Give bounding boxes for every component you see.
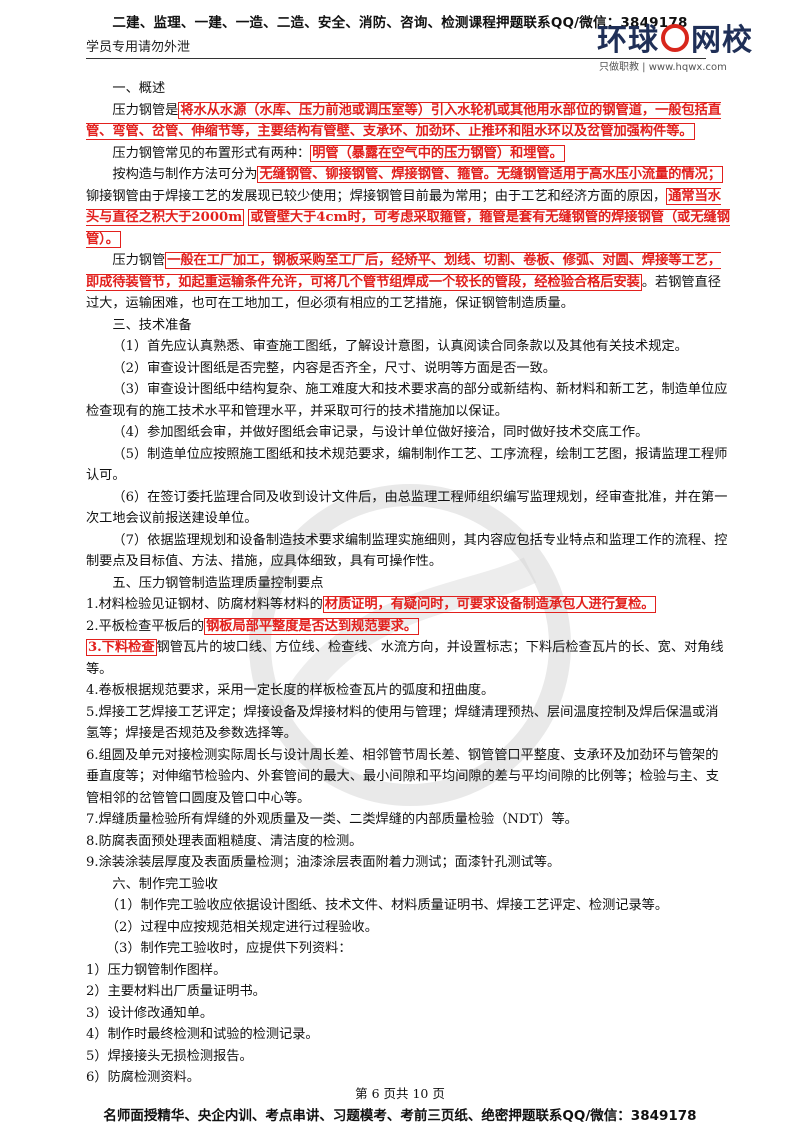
section-title-overview: 一、概述 — [112, 81, 166, 96]
text: 1.材料检验见证钢材、防腐材料等材料的 — [86, 597, 323, 612]
highlight-material: 材质证明，有疑问时，可要求设备制造承包人进行复检。 — [322, 596, 657, 613]
list-item: 1）压力钢管制作图样。 — [86, 962, 227, 978]
list-item: （6）在签订委托监理合同及收到设计文件后，由总监理工程师组织编写监理规划，经审查… — [86, 489, 728, 527]
paragraph-definition: 压力钢管是将水从水源（水库、压力前池或调压室等）引入水轮机或其他用水部位的钢管道… — [86, 100, 731, 143]
paragraph-construction: 按构造与制作方法可分为无缝钢管、铆接钢管、焊接钢管、箍管。无缝钢管适用于高水压小… — [86, 164, 731, 250]
text: 铆接钢管由于焊接工艺的发展现已较少使用；焊接钢管目前最为常用；由于工艺和经济方面… — [86, 188, 667, 204]
logo-text-a: 环球 — [597, 23, 659, 58]
list-item: 6）防腐检测资料。 — [86, 1070, 200, 1085]
site-logo: 环球网校 只做职教 | www.hqwx.com — [597, 23, 752, 82]
list-item: 7.焊缝质量检验所有焊缝的外观质量及一类、二类焊缝的内部质量检验（NDT）等。 — [86, 812, 578, 827]
section-title-acceptance: 六、制作完工验收 — [112, 876, 218, 892]
highlight-layout: 明管（暴露在空气中的压力钢管）和埋管。 — [310, 144, 565, 162]
logo-wordmark: 环球网校 — [597, 23, 752, 58]
highlight-head-diameter: 通常当水头与直径之积大于2000m — [86, 187, 721, 226]
highlight-hoop-pipe: 或管壁大于4cm时，可考虑采取箍管，箍管是套有无缝钢管的焊接钢管（或无缝钢管）。 — [86, 209, 730, 248]
section-title-tech-prep: 三、技术准备 — [112, 317, 192, 333]
page-number: 第 6 页共 10 页 — [355, 1086, 445, 1101]
list-item: （1）首先应认真熟悉、审查施工图纸，了解设计意图，认真阅读合同条款以及其他有关技… — [112, 339, 688, 354]
list-item: （2）审查设计图纸是否完整，内容是否齐全，尺寸、说明等方面是否一致。 — [112, 360, 556, 376]
logo-text-b: 网校 — [691, 23, 753, 58]
document-body: 一、概述 压力钢管是将水从水源（水库、压力前池或调压室等）引入水轮机或其他用水部… — [86, 78, 731, 1089]
logo-subtitle: 只做职教 | www.hqwx.com — [599, 62, 727, 73]
top-banner: 二建、监理、一建、一造、二造、安全、消防、咨询、检测课程押题联系QQ/微信：38… — [112, 15, 688, 31]
paragraph-layout: 压力钢管常见的布置形式有两种：明管（暴露在空气中的压力钢管）和埋管。 — [86, 143, 731, 165]
list-item: （7）依据监理规划和设备制造技术要求编制监理实施细则，其内容应包括专业特点和监理… — [86, 532, 728, 570]
list-item: （4）参加图纸会审，并做好图纸会审记录，与设计单位做好接洽，同时做好技术交底工作… — [112, 425, 649, 440]
list-item: 6.组圆及单元对接检测实际周长与设计周长差、相邻管节周长差、钢管管口平整度、支承… — [86, 747, 719, 806]
list-item: 9.涂装涂装层厚度及表面质量检测；油漆涂层表面附着力测试；面漆针孔测试等。 — [86, 855, 561, 870]
list-item: 1.材料检验见证钢材、防腐材料等材料的材质证明，有疑问时，可要求设备制造承包人进… — [86, 594, 731, 616]
highlight-flatness: 钢板局部平整度是否达到规范要求。 — [204, 617, 420, 635]
list-item: （2）过程中应按规范相关规定进行过程验收。 — [105, 919, 378, 935]
list-item: （1）制作完工验收应依据设计图纸、技术文件、材料质量证明书、焊接工艺评定、检测记… — [105, 898, 669, 913]
text: 压力钢管 — [112, 253, 166, 268]
list-item: 2）主要材料出厂质量证明书。 — [86, 984, 266, 999]
list-item: 5）焊接接头无损检测报告。 — [86, 1048, 253, 1064]
header-divider — [86, 58, 706, 59]
list-item: 2.平板检查平板后的钢板局部平整度是否达到规范要求。 — [86, 616, 731, 638]
highlight-cutting: 3.下料检查 — [86, 639, 157, 656]
list-item: 5.焊接工艺焊接工艺评定；焊接设备及焊接材料的使用与管理；焊缝清理预热、层间温度… — [86, 704, 719, 742]
paragraph-fabrication: 压力钢管一般在工厂加工，钢板采购至工厂后，经矫平、划线、切割、卷板、修弧、对圆、… — [86, 250, 731, 315]
list-item: 4.卷板根据规范要求，采用一定长度的样板检查瓦片的弧度和扭曲度。 — [86, 683, 495, 698]
list-item: 3）设计修改通知单。 — [86, 1005, 214, 1021]
section-title-quality-control: 五、压力钢管制造监理质量控制要点 — [112, 575, 324, 591]
list-item: 3.下料检查钢管瓦片的坡口线、方位线、检查线、水流方向，并设置标志；下料后检查瓦… — [86, 637, 731, 680]
footer-banner: 名师面授精华、央企内训、考点串讲、习题模考、考前三页纸、绝密押题联系QQ/微信：… — [103, 1108, 697, 1124]
list-item: 8.防腐表面预处理表面粗糙度、清洁度的检测。 — [86, 833, 363, 849]
logo-ring-icon — [661, 24, 689, 52]
list-item: （3）制作完工验收时，应提供下列资料： — [105, 941, 352, 956]
text: 钢管瓦片的坡口线、方位线、检查线、水流方向，并设置标志；下料后检查瓦片的长、宽、… — [86, 640, 724, 677]
list-item: （5）制造单位应按照施工图纸和技术规范要求，编制制作工艺、工序流程，绘制工艺图，… — [86, 446, 728, 484]
highlight-fabrication: 一般在工厂加工，钢板采购至工厂后，经矫平、划线、切割、卷板、修弧、对圆、焊接等工… — [86, 252, 722, 291]
list-item: 4）制作时最终检测和试验的检测记录。 — [86, 1027, 319, 1042]
text: 。若钢管直径过大，运输困难，也可在工地加工，但必须有相应的工艺措施，保证钢管制造… — [86, 274, 721, 312]
text: 压力钢管是 — [112, 102, 179, 118]
header-note: 学员专用请勿外泄 — [86, 40, 191, 55]
list-item: （3）审查设计图纸中结构复杂、施工难度大和技术要求高的部分或新结构、新材料和新工… — [86, 382, 728, 419]
text: 压力钢管常见的布置形式有两种： — [112, 145, 311, 161]
text: 按构造与制作方法可分为 — [112, 167, 258, 182]
highlight-definition: 将水从水源（水库、压力前池或调压室等）引入水轮机或其他用水部位的钢管道，一般包括… — [86, 101, 722, 140]
highlight-types: 无缝钢管、铆接钢管、焊接钢管、箍管。无缝钢管适用于高水压小流量的情况； — [257, 166, 724, 183]
text: 2.平板检查平板后的 — [86, 618, 205, 634]
